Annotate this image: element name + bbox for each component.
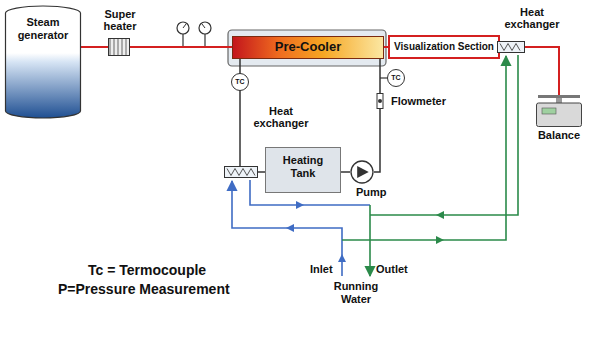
balance-body — [537, 103, 582, 127]
water-label: Running Water — [326, 280, 386, 305]
steam-generator: Steam generator — [5, 6, 81, 118]
hx-outline — [497, 41, 525, 53]
pump-symbol: Pump — [350, 160, 374, 184]
flow-arrow — [436, 236, 444, 244]
water-outlet-line — [369, 205, 371, 276]
pipe-connector — [81, 46, 108, 48]
exchanger-body — [498, 42, 525, 53]
key-note: Tc = Termocouple — [88, 262, 206, 278]
heat-exchanger: Heat exchanger — [224, 166, 258, 178]
node-label: Visualization Section — [394, 41, 494, 53]
flow-arrow — [286, 224, 294, 232]
gauge-needle — [202, 24, 205, 28]
outlet-label: Outlet — [376, 263, 408, 276]
node-label: Pre-Cooler — [275, 40, 341, 55]
pipe-connector — [379, 59, 381, 93]
flowmeter-tube — [377, 94, 383, 109]
node-label: Heat exchanger — [248, 105, 314, 130]
flow-outline — [374, 93, 386, 109]
node-label: Heating Tank — [270, 154, 336, 179]
pipe-connector — [341, 171, 350, 173]
balance-symbol: Balance — [536, 95, 582, 127]
node-label: Heat exchanger — [497, 6, 567, 31]
balance-plate — [538, 95, 580, 98]
heat-exchanger: Heat exchanger — [497, 41, 525, 53]
pipe-connector — [374, 109, 380, 172]
pressure-gauge — [199, 22, 211, 34]
node-label: Pump — [356, 186, 396, 199]
temperature-gauge — [177, 22, 189, 34]
exchanger-coil — [227, 169, 255, 176]
flow-arrow — [436, 211, 444, 219]
flow-arrow — [296, 201, 304, 209]
cooler-jacket — [228, 30, 386, 66]
super-heater: Super heater — [108, 38, 130, 56]
flow-arrow — [338, 254, 346, 262]
pump-body — [351, 161, 373, 183]
node-label: Steam generator — [9, 16, 77, 41]
pump-triangle — [357, 166, 369, 178]
thermocouple-tag: TC — [387, 69, 405, 87]
water-inlet-line — [232, 181, 342, 276]
pipe-connector — [525, 47, 559, 95]
gauge-stem — [182, 34, 183, 47]
visualization-box: Visualization Section — [388, 35, 500, 59]
key-note: P=Pressure Measurement — [58, 281, 230, 297]
node-label: Super heater — [93, 8, 147, 33]
balance-outline — [536, 95, 582, 127]
balance-display — [542, 108, 556, 114]
flowmeter-symbol: Flowmeter — [374, 93, 386, 109]
gauge-needle — [183, 24, 186, 28]
pre-cooler-tube: Pre-Cooler — [232, 36, 384, 59]
gauge-stem — [204, 34, 205, 47]
exchanger-coil — [500, 44, 520, 51]
vessel-outline — [6, 6, 81, 118]
flowmeter-float — [378, 99, 382, 103]
water-return-line — [370, 55, 518, 215]
heating-tank: Heating Tank — [265, 147, 341, 193]
pump-outline — [350, 160, 374, 184]
pipe-connector — [258, 171, 265, 173]
node-label: Balance — [531, 129, 587, 142]
balance-stem — [556, 98, 562, 103]
thermocouple-tag: TC — [231, 73, 249, 91]
hx-outline — [224, 166, 258, 178]
node-label: Flowmeter — [391, 95, 446, 108]
inlet-label: Inlet — [310, 263, 333, 276]
pipe-connector — [130, 46, 232, 48]
water-supply-line — [342, 56, 506, 240]
exchanger-body — [225, 167, 258, 178]
